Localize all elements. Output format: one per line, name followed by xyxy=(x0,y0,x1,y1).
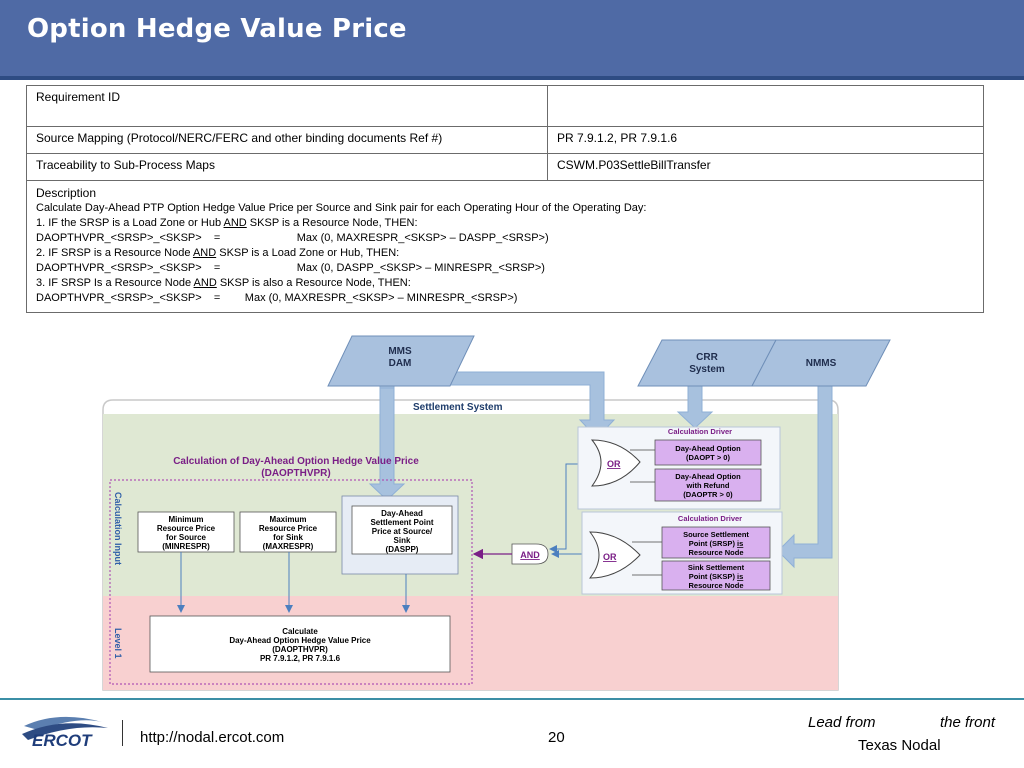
formula-2: DAOPTHVPR_<SRSP>_<SKSP> = Max (0, DASPP_… xyxy=(36,262,545,274)
footer-rule xyxy=(0,698,1024,700)
requirement-id-value xyxy=(547,85,984,127)
svg-text:Price at Source/: Price at Source/ xyxy=(372,527,433,536)
page-number: 20 xyxy=(548,729,565,746)
source-mapping-label: Source Mapping (Protocol/NERC/FERC and o… xyxy=(26,126,548,154)
footer-separator xyxy=(122,720,123,746)
title-bar: Option Hedge Value Price xyxy=(0,0,1024,80)
tagline-front: the front xyxy=(940,714,996,731)
svg-text:NMMS: NMMS xyxy=(806,358,837,369)
svg-text:Sink: Sink xyxy=(394,536,411,545)
svg-text:CRR: CRR xyxy=(696,352,718,363)
svg-text:Calculation Driver: Calculation Driver xyxy=(668,427,732,436)
svg-text:Day-Ahead: Day-Ahead xyxy=(381,509,423,518)
svg-text:ERCOT: ERCOT xyxy=(32,731,93,750)
and-gate: AND xyxy=(511,543,549,565)
footer-url: http://nodal.ercot.com xyxy=(140,729,285,746)
calc-title-2: (DAOPTHVPR) xyxy=(261,468,330,479)
svg-text:MMS: MMS xyxy=(388,346,412,357)
traceability-value: CSWM.P03SettleBillTransfer xyxy=(547,153,984,181)
svg-text:Settlement Point: Settlement Point xyxy=(370,518,433,527)
svg-text:(DAOPTR > 0): (DAOPTR > 0) xyxy=(683,490,733,499)
calculate-box: Calculate Day-Ahead Option Hedge Value P… xyxy=(149,615,451,673)
settlement-system-label: Settlement System xyxy=(413,402,503,413)
svg-text:(MINRESPR): (MINRESPR) xyxy=(162,542,210,551)
requirements-table: Requirement ID Source Mapping (Protocol/… xyxy=(26,85,984,313)
svg-text:Maximum: Maximum xyxy=(270,515,307,524)
svg-text:Point (SKSP) is: Point (SKSP) is xyxy=(689,572,744,581)
input-connectors xyxy=(177,552,410,613)
calc-title-1: Calculation of Day-Ahead Option Hedge Va… xyxy=(173,456,419,467)
calculation-driver-1: Calculation Driver OR Day-Ahead Option (… xyxy=(577,426,781,510)
tagline-lead: Lead from xyxy=(808,714,876,731)
calculation-driver-2: Calculation Driver OR Source Settlement … xyxy=(581,511,783,595)
svg-text:Day-Ahead Option Hedge Value P: Day-Ahead Option Hedge Value Price xyxy=(229,636,371,645)
level-frame xyxy=(109,479,473,685)
condition-3: 3. IF SRSP Is a Resource Node AND SKSP i… xyxy=(36,277,411,289)
table-row: Source Mapping (Protocol/NERC/FERC and o… xyxy=(26,126,984,154)
svg-text:Resource Price: Resource Price xyxy=(259,524,318,533)
svg-text:Minimum: Minimum xyxy=(168,515,203,524)
svg-text:with Refund: with Refund xyxy=(686,481,730,490)
svg-text:Source Settlement: Source Settlement xyxy=(683,530,749,539)
or-gate-2: OR xyxy=(603,552,617,562)
svg-text:Point (SRSP) is: Point (SRSP) is xyxy=(689,539,744,548)
svg-text:AND: AND xyxy=(520,550,540,560)
ercot-logo: ERCOT xyxy=(22,716,108,750)
description-heading: Description xyxy=(36,186,97,200)
condition-1: 1. IF the SRSP is a Load Zone or Hub AND… xyxy=(36,217,418,229)
crr-system-box: CRR System xyxy=(637,339,777,387)
min-resource-price-box: Minimum Resource Price for Source (MINRE… xyxy=(137,511,235,553)
svg-text:Resource Price: Resource Price xyxy=(157,524,216,533)
source-mapping-value: PR 7.9.1.2, PR 7.9.1.6 xyxy=(547,126,984,154)
svg-text:Calculate: Calculate xyxy=(282,627,318,636)
svg-text:PR 7.9.1.2, PR 7.9.1.6: PR 7.9.1.2, PR 7.9.1.6 xyxy=(260,654,341,663)
svg-text:(DAOPT > 0): (DAOPT > 0) xyxy=(686,453,730,462)
traceability-label: Traceability to Sub-Process Maps xyxy=(26,153,548,181)
daspp-box: Day-Ahead Settlement Point Price at Sour… xyxy=(341,495,459,575)
svg-text:Day-Ahead Option: Day-Ahead Option xyxy=(675,472,741,481)
or-gate-1: OR xyxy=(607,459,621,469)
svg-text:(DAOPTHVPR): (DAOPTHVPR) xyxy=(272,645,328,654)
svg-text:Resource Node: Resource Node xyxy=(688,581,743,590)
description-intro: Calculate Day-Ahead PTP Option Hedge Val… xyxy=(36,202,647,214)
svg-text:for Sink: for Sink xyxy=(273,533,303,542)
formula-3: DAOPTHVPR_<SRSP>_<SKSP> = Max (0, MAXRES… xyxy=(36,292,518,304)
svg-text:(DASPP): (DASPP) xyxy=(386,545,419,554)
nmms-box: NMMS xyxy=(751,339,891,387)
svg-text:DAM: DAM xyxy=(389,358,412,369)
level-label: Level 1 xyxy=(113,628,123,659)
table-row: Traceability to Sub-Process Maps CSWM.P0… xyxy=(26,153,984,181)
svg-text:Sink Settlement: Sink Settlement xyxy=(688,563,745,572)
max-resource-price-box: Maximum Resource Price for Sink (MAXRESP… xyxy=(239,511,337,553)
svg-text:Calculation Driver: Calculation Driver xyxy=(678,514,742,523)
requirement-id-label: Requirement ID xyxy=(26,85,548,127)
or-to-and-connectors xyxy=(549,463,584,558)
calculation-input-label: Calculation Input xyxy=(113,492,123,565)
formula-1: DAOPTHVPR_<SRSP>_<SKSP> = Max (0, MAXRES… xyxy=(36,232,549,244)
page-title: Option Hedge Value Price xyxy=(27,14,407,44)
settlement-diagram: Settlement System MMS DAM CRR System NMM… xyxy=(102,335,891,691)
mms-dam-box: MMS DAM xyxy=(327,335,475,387)
tagline-texas-nodal: Texas Nodal xyxy=(858,737,941,754)
svg-text:Day-Ahead Option: Day-Ahead Option xyxy=(675,444,741,453)
table-row: Description Calculate Day-Ahead PTP Opti… xyxy=(26,180,984,313)
description-cell: Description Calculate Day-Ahead PTP Opti… xyxy=(26,180,984,313)
svg-text:Resource Node: Resource Node xyxy=(688,548,743,557)
svg-text:for Source: for Source xyxy=(166,533,207,542)
svg-text:(MAXRESPR): (MAXRESPR) xyxy=(263,542,314,551)
svg-text:System: System xyxy=(689,364,725,375)
table-row: Requirement ID xyxy=(26,85,984,127)
condition-2: 2. IF SRSP is a Resource Node AND SKSP i… xyxy=(36,247,400,259)
